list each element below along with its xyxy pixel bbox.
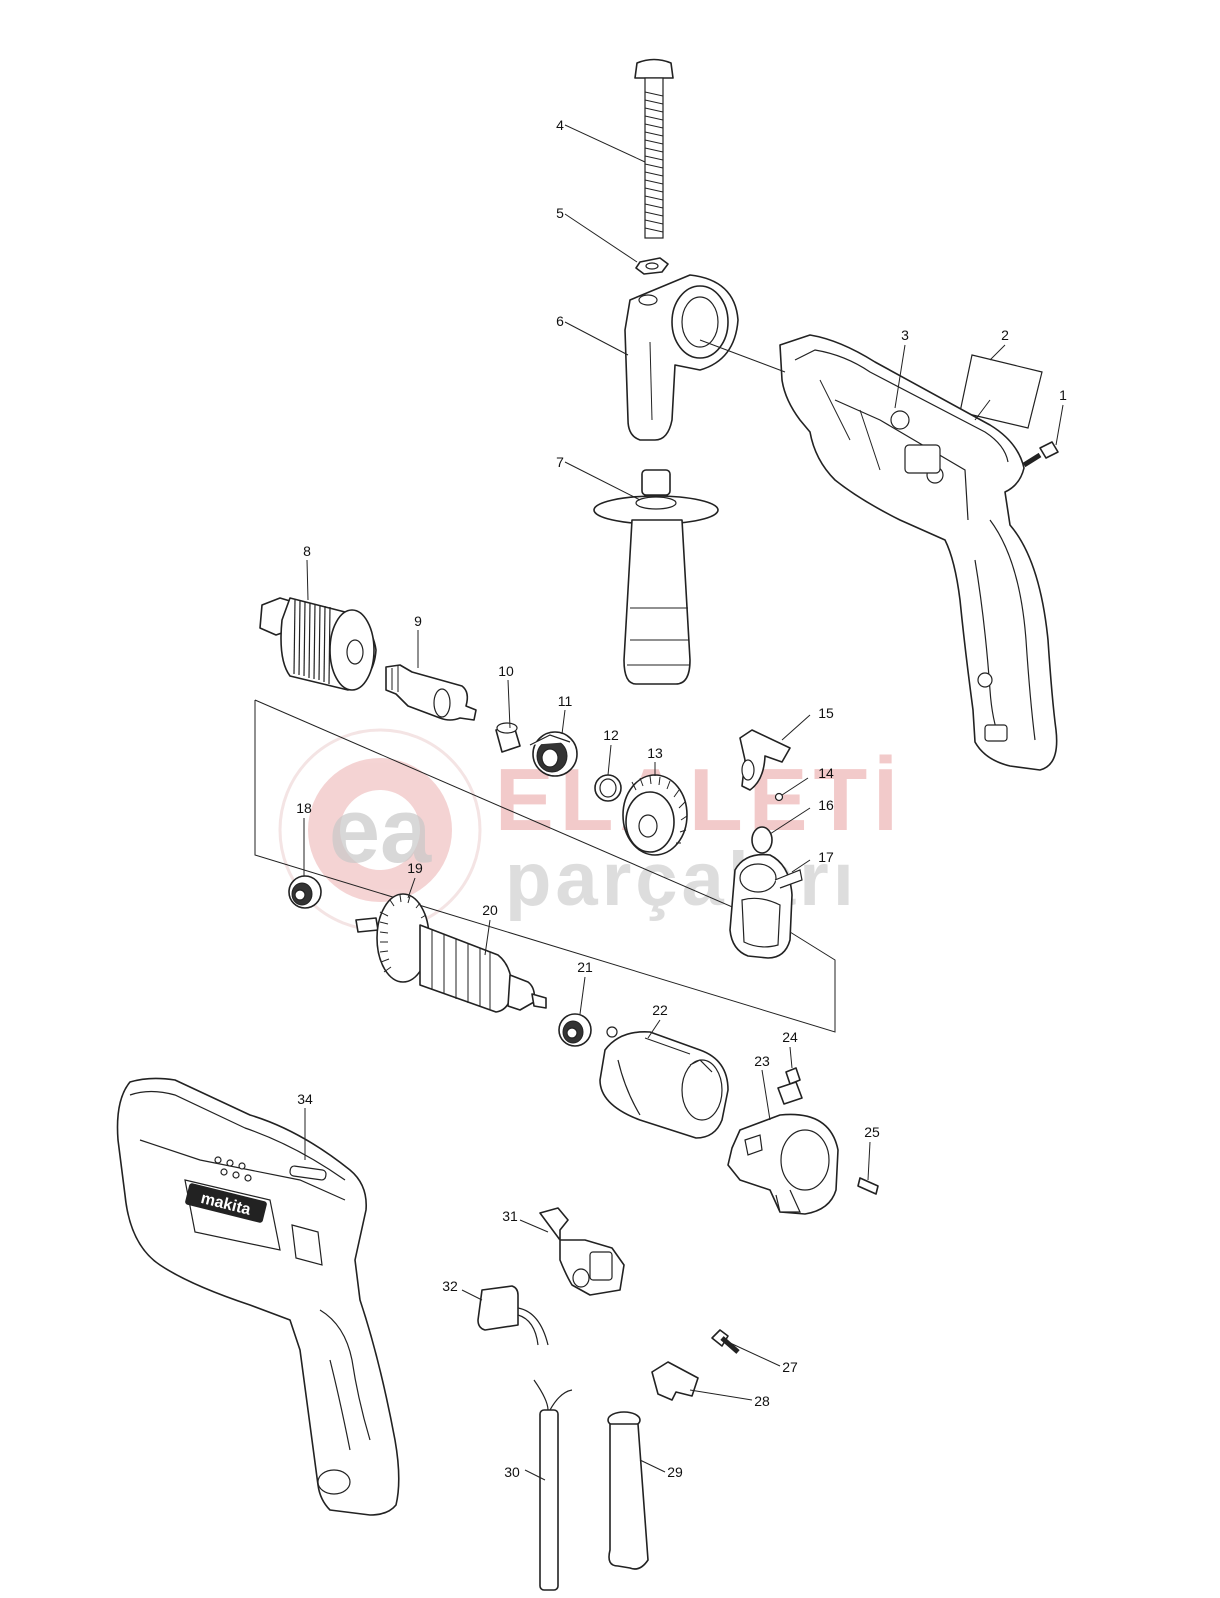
label-16: 16: [818, 797, 834, 813]
label-28: 28: [754, 1393, 770, 1409]
label-13: 13: [647, 745, 663, 761]
part-15-switch-lever: [739, 729, 791, 791]
watermark-gear-icon: [308, 758, 452, 902]
leader-lines: [303, 124, 1064, 1481]
watermark-logo-text: ea: [329, 780, 432, 882]
label-31: 31: [502, 1208, 518, 1224]
part-30-power-cord: [533, 1379, 573, 1591]
part-16-washer: [751, 826, 773, 854]
label-18: 18: [296, 800, 312, 816]
label-11: 11: [558, 693, 573, 709]
watermark-line2: parçaları: [505, 837, 858, 922]
label-34: 34: [297, 1091, 313, 1107]
label-12: 12: [603, 727, 619, 743]
label-32: 32: [442, 1278, 458, 1294]
part-25-screw: [857, 1177, 879, 1195]
part-28-cord-clamp: [651, 1361, 699, 1401]
label-8: 8: [303, 543, 311, 559]
part-3-housing: [779, 334, 1058, 771]
part-10-sleeve: [495, 722, 521, 753]
label-27: 27: [782, 1359, 798, 1375]
label-10: 10: [498, 663, 514, 679]
part-11-bearing: [529, 731, 578, 777]
label-1: 1: [1059, 387, 1067, 403]
label-30: 30: [504, 1464, 520, 1480]
label-2: 2: [1001, 327, 1009, 343]
label-23: 23: [754, 1053, 770, 1069]
part-4-bolt: [634, 58, 674, 239]
label-21: 21: [577, 959, 593, 975]
part-13-gear: [622, 774, 688, 856]
part-23-brush-holder: [727, 1113, 839, 1215]
part-18-bearing: [288, 875, 322, 909]
label-25: 25: [864, 1124, 880, 1140]
label-4: 4: [556, 117, 564, 133]
label-3: 3: [901, 327, 909, 343]
part-24-carbon-brush: [777, 1067, 803, 1105]
part-labels: 1 2 3 4 5 6 7 8 9 10 11 12 13 14 15 16 1…: [296, 117, 1067, 1480]
label-19: 19: [407, 860, 423, 876]
part-12-retaining-ring: [594, 774, 622, 802]
label-22: 22: [652, 1002, 668, 1018]
part-17-gear-housing: [729, 853, 803, 959]
part-34-drill-housing-complete: makita: [116, 1077, 400, 1516]
label-17: 17: [818, 849, 834, 865]
label-15: 15: [818, 705, 834, 721]
part-20-armature: [355, 893, 547, 1013]
part-5-nut: [635, 257, 669, 275]
part-7-side-handle: [593, 469, 719, 685]
label-20: 20: [482, 902, 498, 918]
part-32-capacitor: [477, 1285, 549, 1346]
part-31-switch: [539, 1207, 625, 1296]
assembly-bracket: [254, 699, 836, 1033]
label-29: 29: [667, 1464, 683, 1480]
label-24: 24: [782, 1029, 798, 1045]
part-6-handle-clamp: [624, 274, 739, 441]
part-8-chuck: [259, 597, 377, 691]
part-22-field: [599, 1026, 729, 1139]
part-1-screw: [1022, 441, 1059, 468]
part-9-spindle: [385, 664, 477, 721]
part-2-label-plate: [959, 354, 1043, 429]
part-27-screw: [711, 1329, 740, 1354]
part-14-steel-ball: [774, 792, 784, 802]
label-9: 9: [414, 613, 422, 629]
label-14: 14: [818, 765, 834, 781]
part-21-bearing: [558, 1013, 592, 1047]
part-29-cord-guard: [607, 1411, 649, 1570]
label-6: 6: [556, 313, 564, 329]
label-7: 7: [556, 454, 564, 470]
label-5: 5: [556, 205, 564, 221]
watermark: ea ELALETİ parçaları: [278, 728, 898, 932]
